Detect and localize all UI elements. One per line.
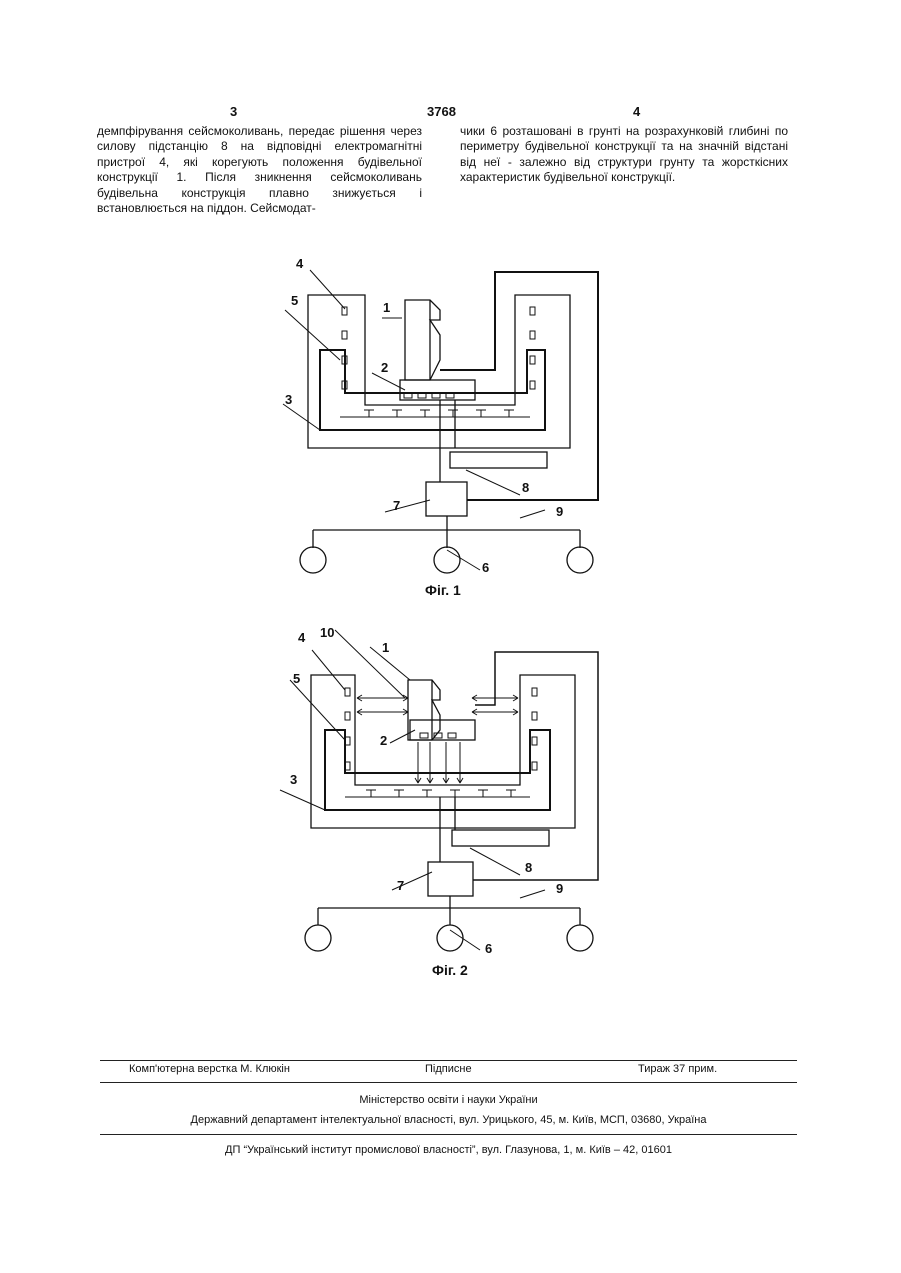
department-address: Державний департамент інтелектуальної вл…: [100, 1114, 797, 1126]
fig1-label: 2: [381, 360, 388, 375]
figure-1-schematic: [283, 270, 598, 573]
signed: Підписне: [425, 1063, 472, 1075]
fig1-label: 9: [556, 504, 563, 519]
fig2-label: 2: [380, 733, 387, 748]
fig2-label: 6: [485, 941, 492, 956]
fig2-label: 5: [293, 671, 300, 686]
fig2-label: 9: [556, 881, 563, 896]
fig1-label: 7: [393, 498, 400, 513]
fig1-label: 1: [383, 300, 390, 315]
fig1-label: 6: [482, 560, 489, 575]
fig2-label: 1: [382, 640, 389, 655]
footer-rule: [100, 1134, 797, 1135]
figure-2-caption: Фіг. 2: [432, 962, 468, 978]
fig2-label: 10: [320, 625, 334, 640]
typesetter: Комп'ютерна верстка М. Клюкін: [129, 1063, 290, 1075]
fig1-label: 3: [285, 392, 292, 407]
fig1-label: 5: [291, 293, 298, 308]
fig1-label: 8: [522, 480, 529, 495]
figure-1-caption: Фіг. 1: [425, 582, 461, 598]
footer-rule: [100, 1060, 797, 1061]
fig2-label: 4: [298, 630, 306, 645]
figure-2-schematic: [280, 630, 598, 951]
fig2-label: 8: [525, 860, 532, 875]
print-run: Тираж 37 прим.: [638, 1063, 717, 1075]
fig2-label: 3: [290, 772, 297, 787]
fig1-label: 4: [296, 256, 304, 271]
fig2-label: 7: [397, 878, 404, 893]
footer-rule: [100, 1082, 797, 1083]
institute-address: ДП “Український інститут промислової вла…: [100, 1144, 797, 1156]
ministry: Міністерство освіти і науки України: [100, 1094, 797, 1106]
